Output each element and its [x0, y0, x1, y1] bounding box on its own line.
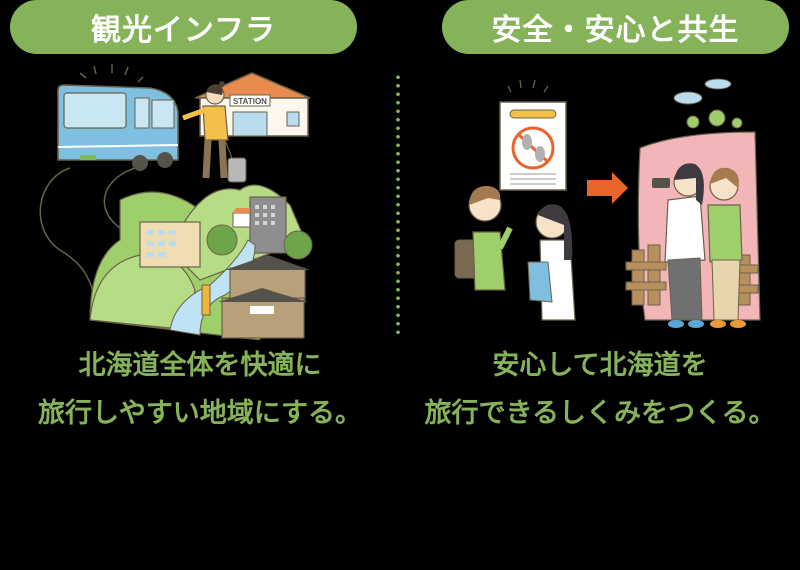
bus-icon — [57, 64, 179, 171]
traveler-icon — [182, 81, 247, 183]
arrow-right-icon — [587, 172, 628, 204]
tourism-infrastructure-caption: 北海道全体を快適に 旅行しやすい地域にする。 — [0, 342, 400, 438]
heading-tourism-infrastructure: 観光インフラ — [10, 0, 357, 54]
selfie-scene-icon — [625, 78, 761, 328]
caption-line-2: 旅行できるしくみをつくる。 — [424, 398, 776, 429]
heading-text: 安全・安心と共生 — [491, 13, 740, 48]
svg-text:STATION: STATION — [233, 97, 267, 106]
safety-coexistence-illustration — [454, 78, 761, 328]
caption-line-1: 北海道全体を快適に — [78, 350, 322, 381]
caption-line-1: 安心して北海道を — [492, 350, 708, 381]
safety-coexistence-caption: 安心して北海道を 旅行できるしくみをつくる。 — [400, 342, 800, 438]
dotted-divider — [396, 73, 400, 339]
hills-with-buildings-icon — [89, 184, 313, 340]
caption-line-2: 旅行しやすい地域にする。 — [38, 398, 362, 429]
tourism-infrastructure-illustration: STATION — [39, 64, 313, 340]
heading-safety-and-coexistence: 安全・安心と共生 — [442, 0, 789, 54]
heading-text: 観光インフラ — [90, 13, 277, 48]
no-trespassing-notice-icon — [499, 79, 567, 191]
traveler-boy-icon — [454, 185, 513, 291]
traveler-girl-icon — [527, 204, 576, 321]
